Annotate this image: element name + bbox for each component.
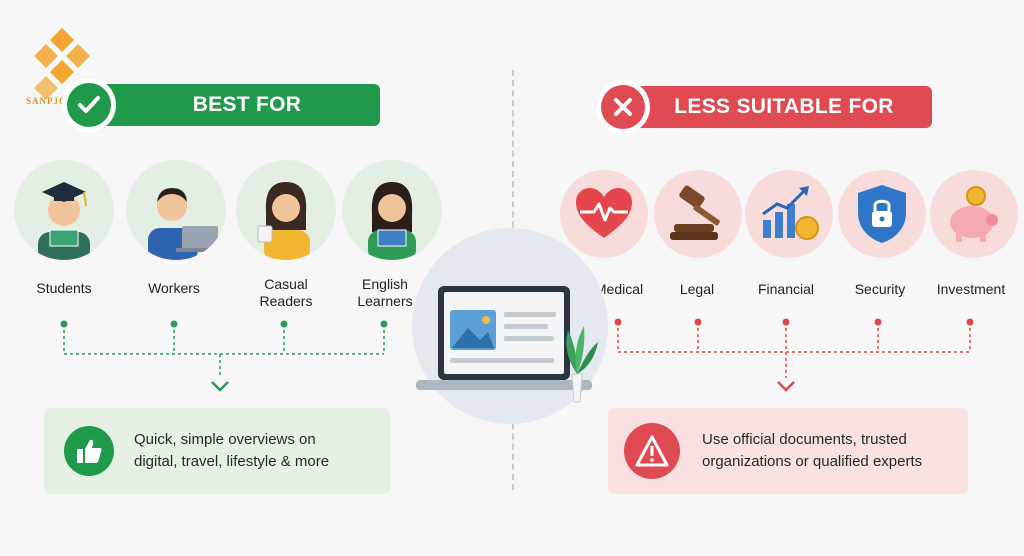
medical-topic (560, 170, 648, 258)
less-suitable-header: LESS SUITABLE FOR (616, 86, 932, 128)
topic-label-financial: Financial (757, 281, 815, 297)
warning-icon (635, 435, 669, 467)
english-learner-icon (368, 182, 416, 260)
less-suitable-connector (614, 318, 974, 392)
audience-label-workers: Workers (148, 280, 200, 296)
investment-topic (930, 170, 1018, 258)
thumbs-up-badge (64, 426, 114, 476)
worker-icon (148, 188, 222, 260)
student-icon (38, 182, 90, 260)
shield-lock-icon (858, 185, 906, 243)
best-for-summary: Quick, simple overviews on digital, trav… (44, 408, 390, 494)
gavel-icon (670, 185, 720, 240)
topic-label-security: Security (854, 281, 906, 297)
less-suitable-summary-text: Use official documents, trusted organiza… (702, 431, 923, 470)
financial-topic (745, 170, 833, 258)
less-suitable-title: LESS SUITABLE FOR (674, 95, 894, 118)
logo-mark-icon (34, 28, 90, 100)
best-for-header: BEST FOR (84, 84, 380, 126)
cross-icon (614, 98, 632, 116)
chevron-down-icon (211, 381, 229, 392)
finance-chart-icon (762, 186, 819, 240)
piggy-bank-icon (950, 186, 998, 242)
students-avatar (14, 160, 114, 260)
workers-avatar (126, 160, 226, 260)
casual-reader-icon (257, 182, 310, 260)
best-for-connector (60, 320, 388, 392)
laptop-icon (416, 286, 598, 403)
best-for-summary-text: Quick, simple overviews on digital, trav… (134, 431, 330, 470)
thumbs-up-icon (77, 439, 102, 463)
legal-topic (654, 170, 742, 258)
check-badge (62, 78, 116, 132)
topic-label-investment: Investment (936, 281, 1006, 297)
cross-badge (596, 80, 650, 134)
audience-label-students: Students (36, 280, 92, 296)
brand-logo (24, 26, 100, 110)
logo-text: SANPJOTE (26, 96, 82, 106)
topic-label-legal: Legal (679, 281, 715, 297)
best-for-title: BEST FOR (192, 93, 302, 116)
casual-readers-avatar (236, 160, 336, 260)
security-topic (838, 170, 926, 258)
english-learners-avatar (342, 160, 442, 260)
heart-pulse-icon (576, 188, 632, 238)
chevron-down-icon (777, 381, 795, 392)
topic-label-medical: Medical (594, 281, 644, 297)
check-icon (78, 96, 100, 113)
less-suitable-summary: Use official documents, trusted organiza… (608, 408, 968, 494)
warning-badge (624, 423, 680, 479)
